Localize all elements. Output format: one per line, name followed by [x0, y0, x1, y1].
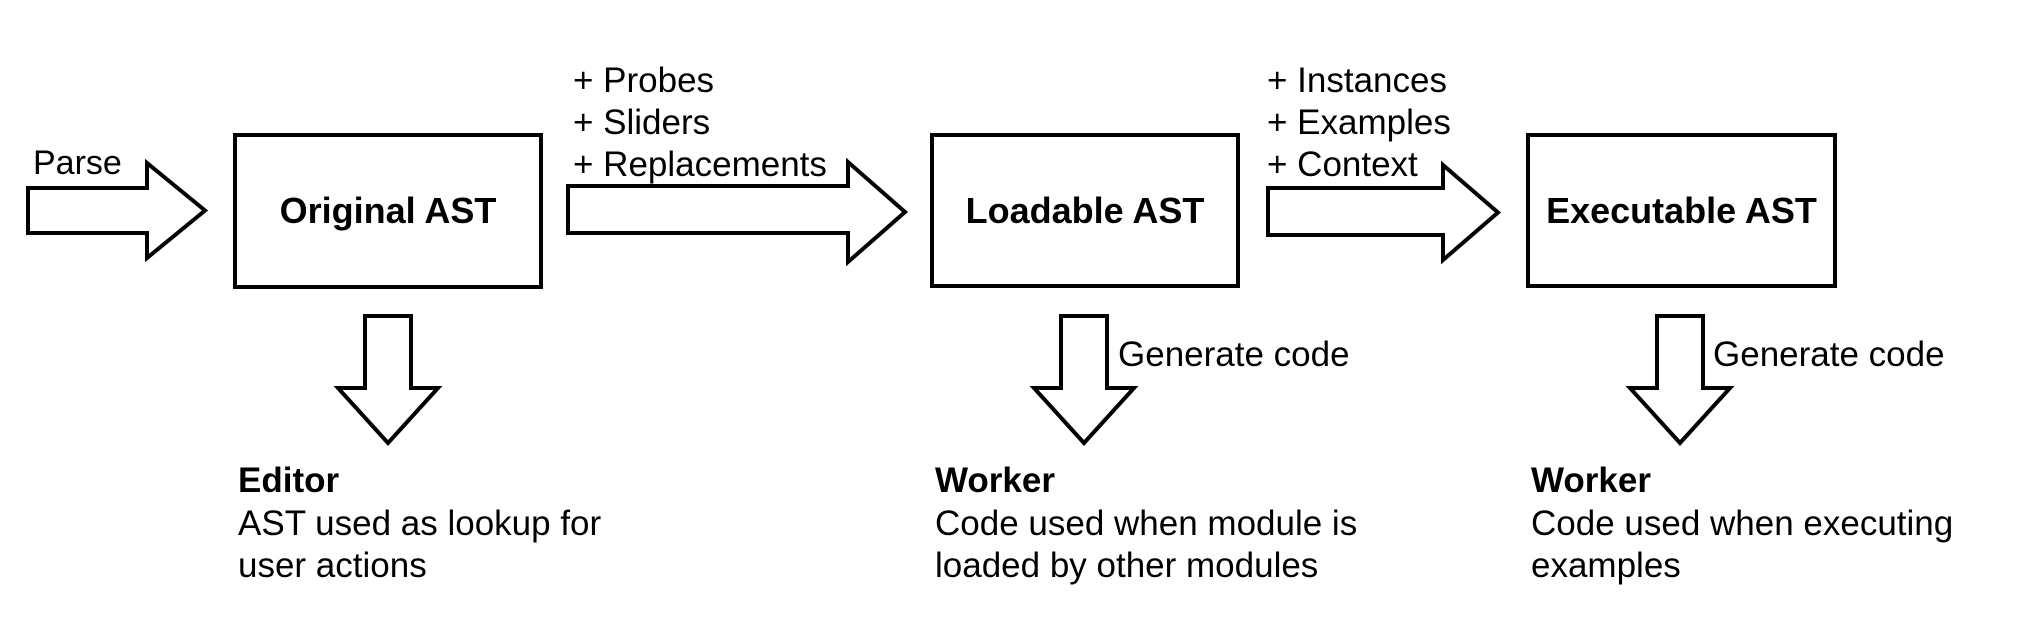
- transition-2-right-arrow-icon: [1266, 160, 1502, 265]
- consumer-description-line: loaded by other modules: [935, 546, 1319, 585]
- generate-code-label-1: Generate code: [1118, 335, 1350, 374]
- annotation-line: + Examples: [1267, 103, 1451, 142]
- consumer-worker-1: Worker Code used when module is loaded b…: [935, 460, 1357, 588]
- stage-box-original-ast: Original AST: [233, 133, 543, 289]
- consumer-editor: Editor AST used as lookup for user actio…: [238, 460, 601, 588]
- down-arrow-editor-icon: [333, 314, 443, 446]
- annotation-line: + Sliders: [573, 103, 711, 142]
- consumer-description-line: user actions: [238, 546, 427, 585]
- annotation-line: + Instances: [1267, 61, 1447, 100]
- stage-box-label: Loadable AST: [965, 189, 1205, 231]
- stage-box-label: Executable AST: [1546, 189, 1817, 231]
- stage-box-label: Original AST: [279, 190, 497, 231]
- transition-2-annotations: + Instances + Examples + Context: [1267, 60, 1451, 186]
- stage-box-executable-ast: Executable AST: [1526, 133, 1837, 288]
- down-arrow-worker-1-icon: [1029, 314, 1139, 446]
- consumer-description-line: examples: [1531, 546, 1681, 585]
- transition-1-annotations: + Probes + Sliders + Replacements: [573, 60, 827, 186]
- annotation-line: + Replacements: [573, 145, 827, 184]
- consumer-description-line: AST used as lookup for: [238, 503, 602, 543]
- generate-code-label-2: Generate code: [1713, 335, 1945, 374]
- consumer-worker-2: Worker Code used when executing examples: [1531, 460, 1953, 588]
- stage-box-loadable-ast: Loadable AST: [930, 133, 1240, 288]
- annotation-line: + Context: [1267, 145, 1418, 184]
- consumer-title: Editor: [238, 461, 340, 500]
- down-arrow-worker-2-icon: [1625, 314, 1735, 446]
- parse-right-arrow-icon: [26, 158, 209, 263]
- consumer-description-line: Code used when executing: [1531, 503, 1954, 543]
- consumer-title: Worker: [935, 461, 1055, 500]
- annotation-line: + Probes: [573, 61, 715, 100]
- consumer-title: Worker: [1531, 461, 1651, 500]
- consumer-description-line: Code used when module is: [935, 503, 1358, 543]
- transition-1-right-arrow-icon: [566, 157, 909, 267]
- parse-label: Parse: [33, 144, 122, 182]
